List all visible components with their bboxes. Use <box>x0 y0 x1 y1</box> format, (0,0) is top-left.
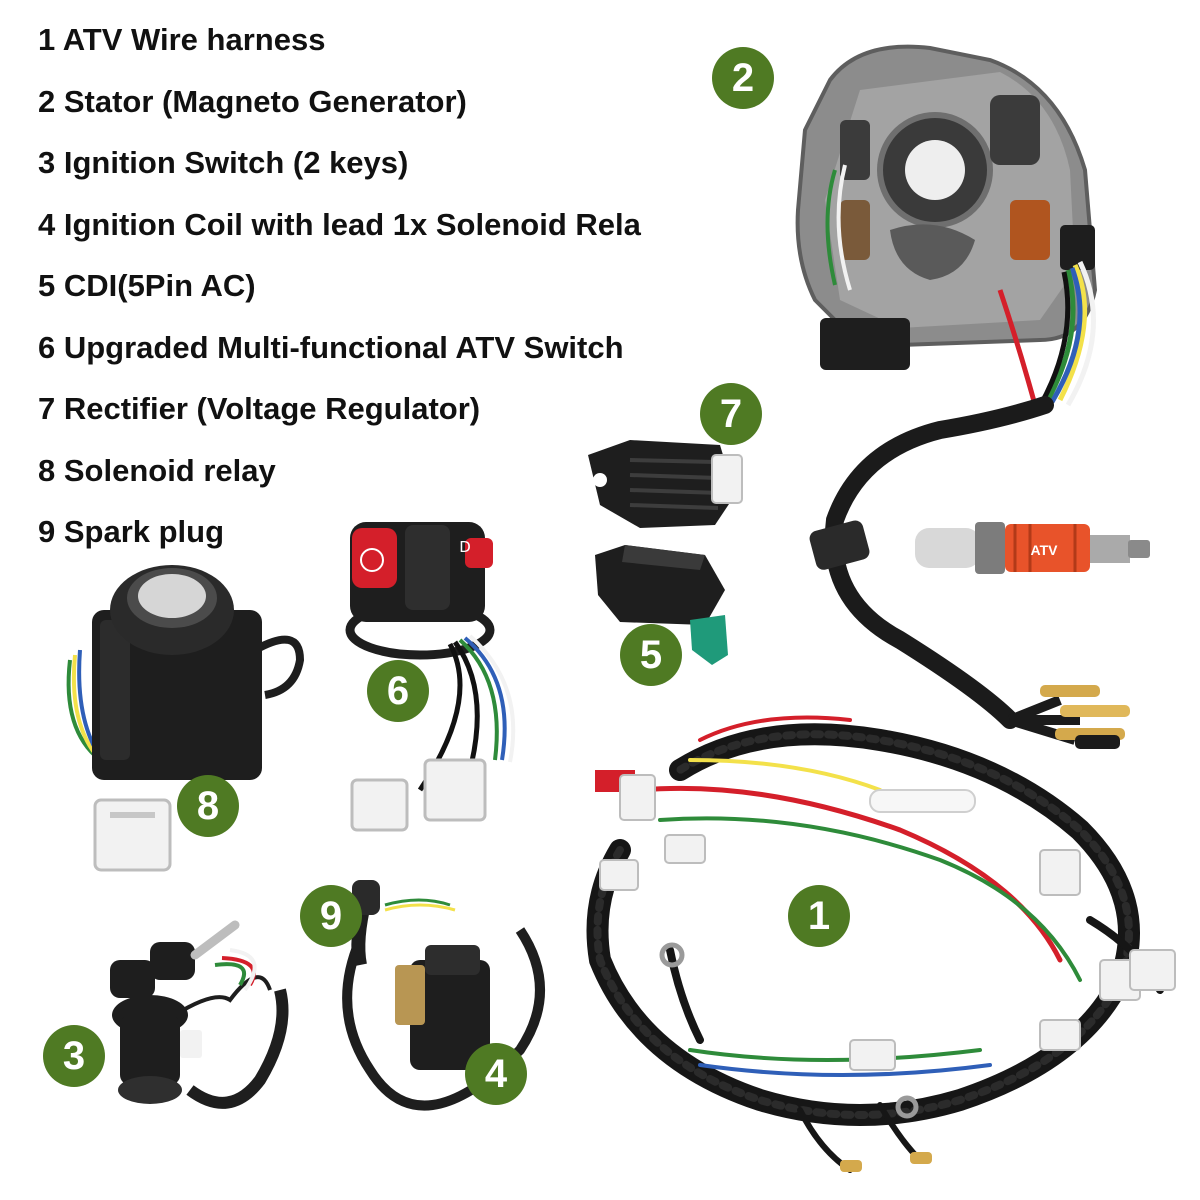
part-item-1: 1 ATV Wire harness <box>38 22 326 57</box>
solenoid-relay <box>66 565 305 872</box>
stator <box>795 44 1098 370</box>
harness-connectors <box>595 770 1176 1172</box>
stator-wires <box>997 260 1096 408</box>
part-item-6: 6 Upgraded Multi-functional ATV Switch <box>38 329 624 365</box>
cdi-unit <box>595 545 728 665</box>
badge-5: 5 <box>620 624 682 686</box>
stator-terminals <box>1008 685 1130 749</box>
spark-plug: ATV <box>915 522 1150 574</box>
badge-8: 8 <box>177 775 239 837</box>
cable-grommet <box>809 520 870 570</box>
badge-1: 1 <box>788 885 850 947</box>
badge-4: 4 <box>465 1043 527 1105</box>
badge-3: 3 <box>43 1025 105 1087</box>
badge-7: 7 <box>700 383 762 445</box>
ignition-switch <box>110 920 289 1109</box>
part-item-8: 8 Solenoid relay <box>38 452 276 488</box>
part-item-4: 4 Ignition Coil with lead 1x Solenoid Re… <box>38 206 641 242</box>
part-item-3: 3 Ignition Switch (2 keys) <box>38 145 409 180</box>
wire-harness <box>586 715 1164 1173</box>
badge-6: 6 <box>367 660 429 722</box>
part-item-7: 7 Rectifier (Voltage Regulator) <box>38 391 481 426</box>
part-item-5: 5 CDI(5Pin AC) <box>38 268 256 303</box>
badge-2: 2 <box>712 47 774 109</box>
part-item-9: 9 Spark plug <box>38 514 225 549</box>
ignition-coil <box>342 880 545 1111</box>
parts-list: 1 ATV Wire harness 2 Stator (Magneto Gen… <box>38 14 641 568</box>
stator-cable <box>824 396 1054 729</box>
atv-switch: D <box>345 522 516 832</box>
svg-text:D: D <box>459 538 471 556</box>
part-item-2: 2 Stator (Magneto Generator) <box>38 83 467 119</box>
badge-9: 9 <box>300 885 362 947</box>
spark-plug-print: ATV <box>1031 542 1059 558</box>
rectifier <box>588 440 743 528</box>
